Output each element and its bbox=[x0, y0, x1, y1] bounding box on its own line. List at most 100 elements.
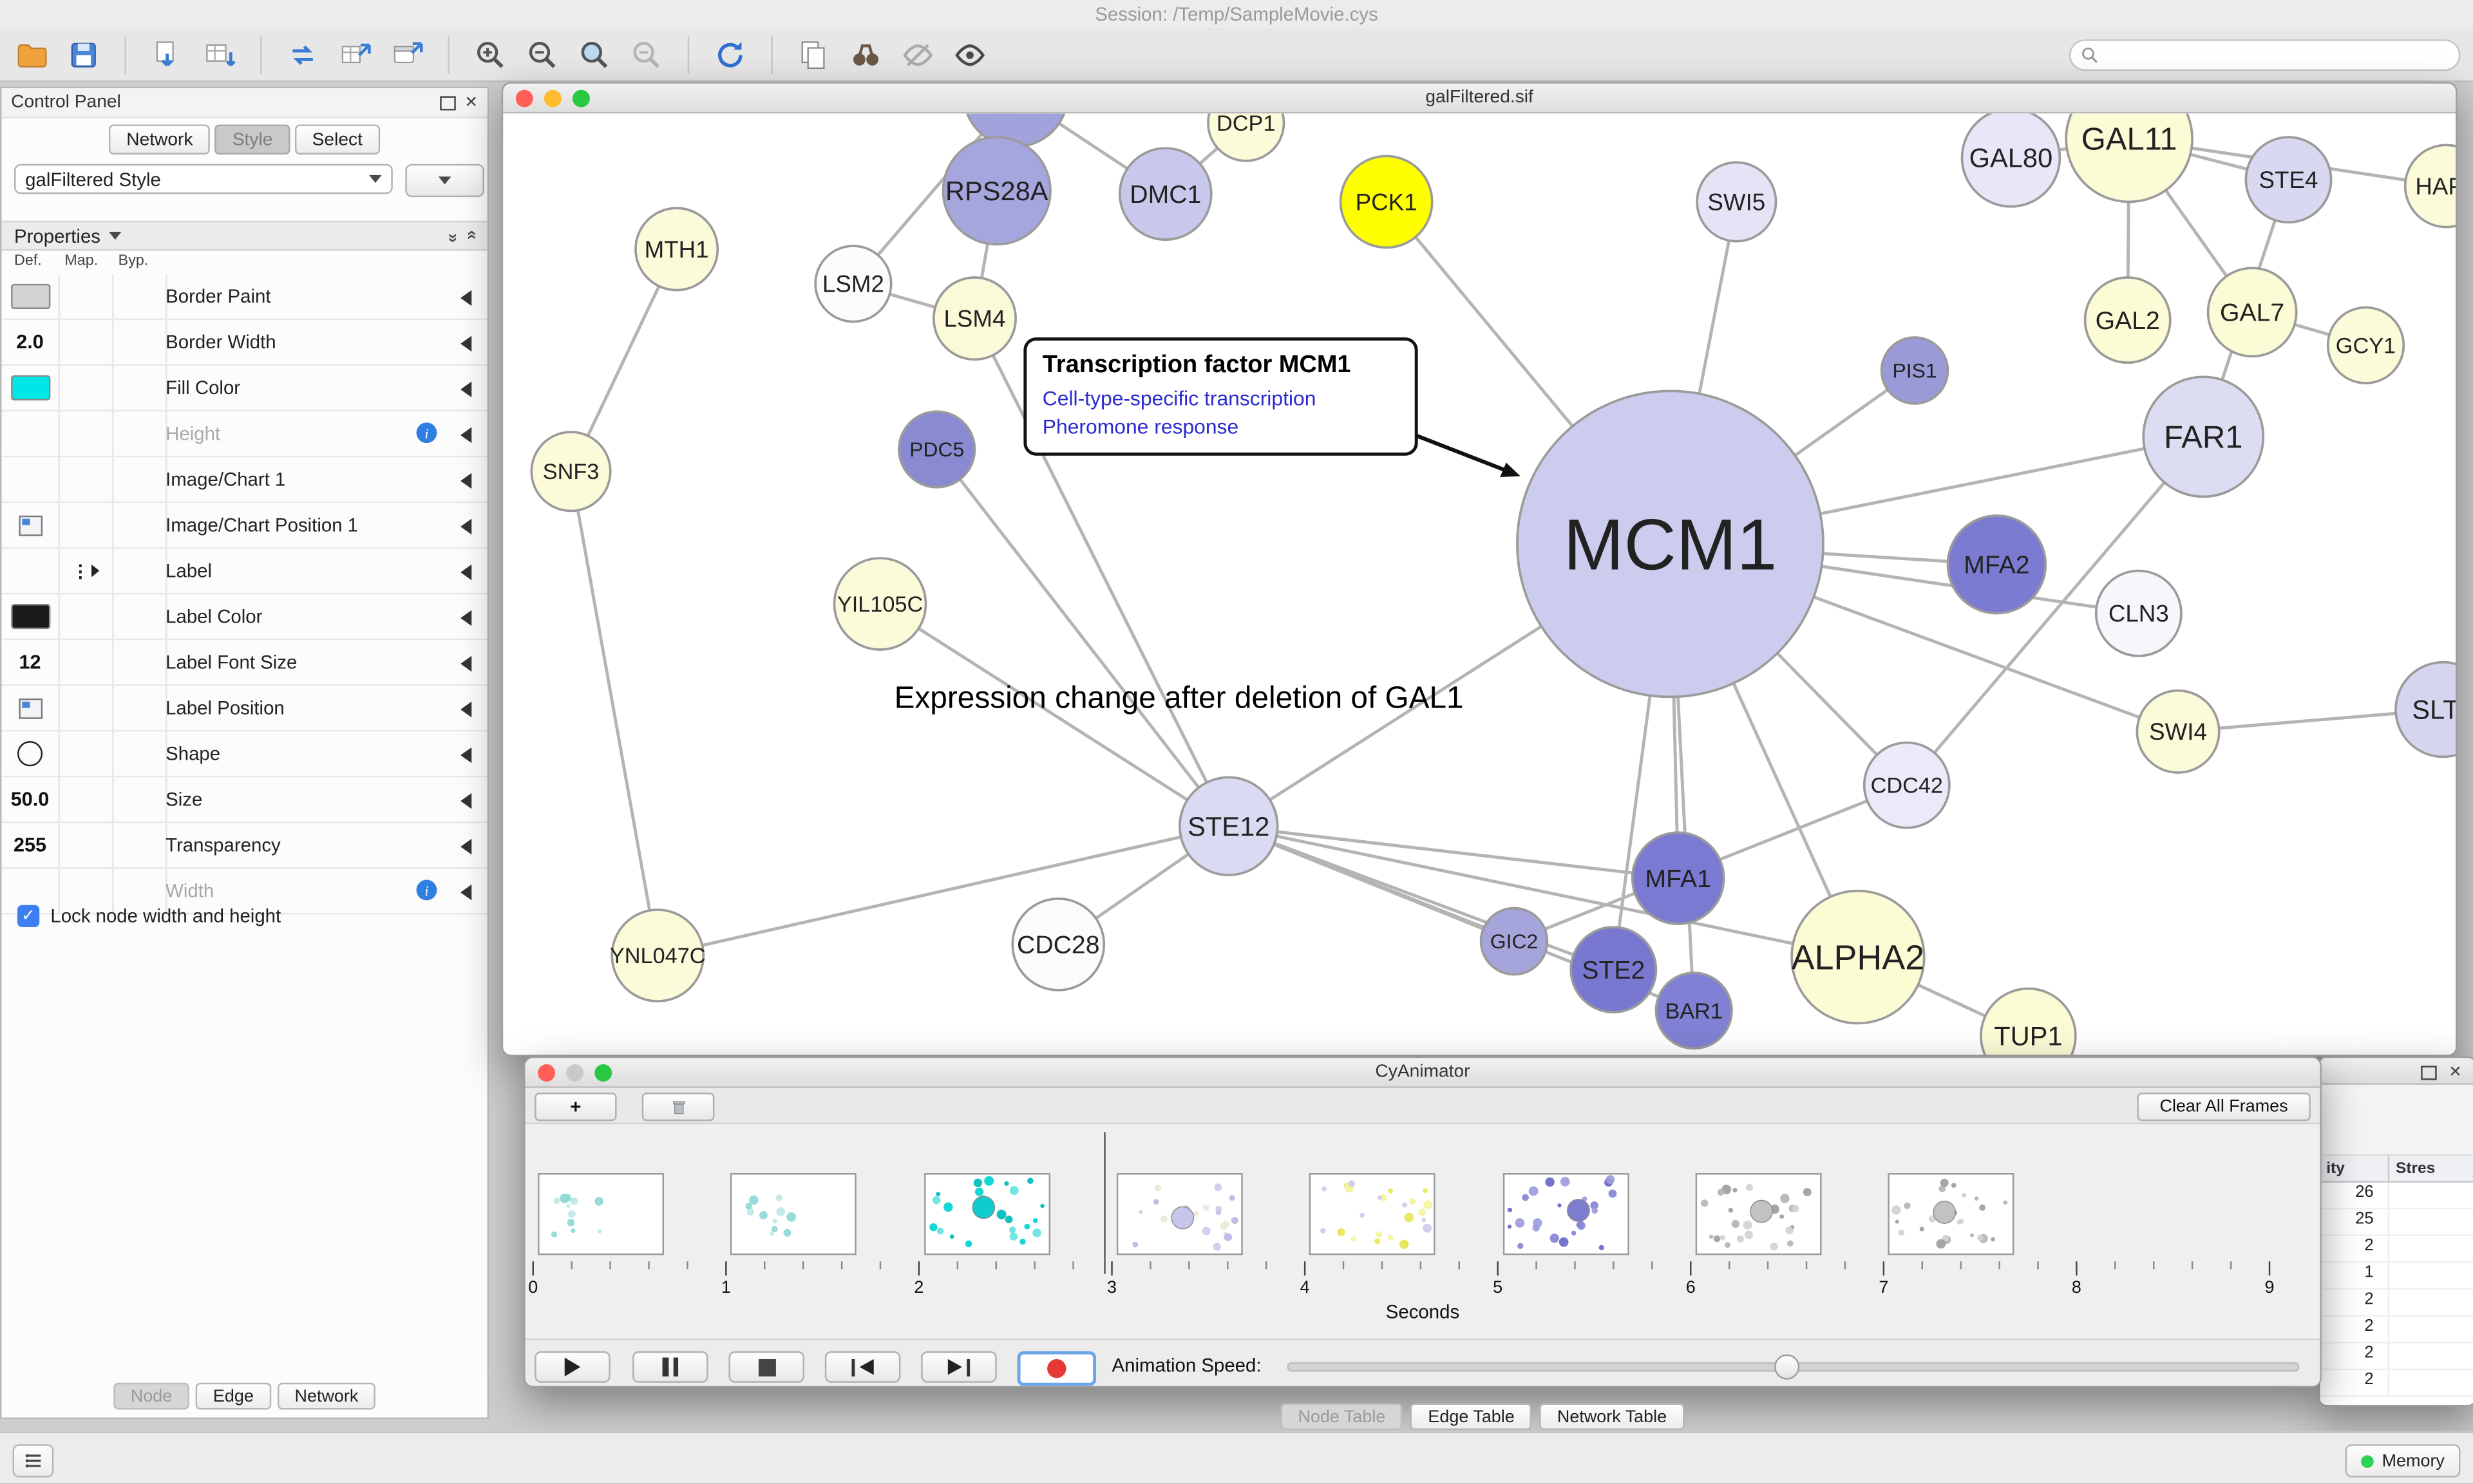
node-PCK1[interactable]: PCK1 bbox=[1339, 155, 1434, 249]
mapping-cell[interactable] bbox=[59, 640, 114, 684]
import-network-button[interactable] bbox=[148, 35, 186, 73]
node-MCM1[interactable]: MCM1 bbox=[1516, 390, 1824, 699]
node-STE4[interactable]: STE4 bbox=[2244, 136, 2333, 224]
expand-row-icon[interactable] bbox=[460, 747, 472, 764]
minimize-window-button[interactable] bbox=[566, 1064, 584, 1082]
property-row[interactable]: Label Position bbox=[1, 686, 488, 732]
expand-row-icon[interactable] bbox=[460, 610, 472, 626]
tab-style[interactable]: Style bbox=[214, 124, 290, 155]
info-icon[interactable]: i bbox=[416, 879, 437, 901]
expand-row-icon[interactable] bbox=[460, 335, 472, 352]
mapping-cell[interactable] bbox=[59, 274, 114, 319]
mapping-cell[interactable] bbox=[59, 594, 114, 639]
record-button[interactable] bbox=[1017, 1351, 1097, 1386]
slider-handle[interactable] bbox=[1774, 1354, 1800, 1380]
memory-button[interactable]: Memory bbox=[2345, 1444, 2461, 1478]
mapping-cell[interactable] bbox=[59, 823, 114, 867]
hide-button[interactable] bbox=[899, 35, 937, 73]
table-row[interactable]: 25 bbox=[2320, 1209, 2473, 1237]
property-row[interactable]: Fill Color bbox=[1, 366, 488, 412]
table-row[interactable]: 2 bbox=[2320, 1316, 2473, 1344]
zoom-fit-button[interactable] bbox=[576, 35, 614, 73]
default-value-cell[interactable]: 2.0 bbox=[1, 320, 61, 364]
table-cell[interactable] bbox=[2389, 1370, 2473, 1395]
node-LSM2[interactable]: LSM2 bbox=[814, 245, 893, 323]
node-YNL047C[interactable]: YNL047C bbox=[610, 908, 706, 1002]
bypass-cell[interactable] bbox=[112, 731, 167, 776]
mapping-cell[interactable] bbox=[59, 777, 114, 822]
node-FAR1[interactable]: FAR1 bbox=[2142, 375, 2265, 498]
mapping-cell[interactable] bbox=[59, 411, 114, 456]
table-cell[interactable]: 2 bbox=[2320, 1236, 2390, 1262]
table-cell[interactable] bbox=[2389, 1263, 2473, 1288]
mapping-cell[interactable] bbox=[59, 869, 114, 913]
node-MFA2[interactable]: MFA2 bbox=[1946, 514, 2047, 615]
expand-row-icon[interactable] bbox=[460, 655, 472, 672]
find-button[interactable] bbox=[847, 35, 885, 73]
zoom-in-button[interactable] bbox=[471, 35, 509, 73]
tab-node-style[interactable]: Node bbox=[113, 1382, 190, 1410]
show-button[interactable] bbox=[951, 35, 989, 73]
frame-thumbnail-1[interactable] bbox=[730, 1173, 857, 1255]
bypass-cell[interactable] bbox=[112, 549, 167, 593]
mapping-cell[interactable] bbox=[59, 320, 114, 364]
playhead[interactable] bbox=[1104, 1132, 1106, 1274]
frame-thumbnail-2[interactable] bbox=[924, 1173, 1050, 1255]
table-cell[interactable] bbox=[2389, 1344, 2473, 1369]
bypass-cell[interactable] bbox=[112, 457, 167, 502]
table-cell[interactable]: 26 bbox=[2320, 1182, 2390, 1208]
tab-network-style[interactable]: Network bbox=[277, 1382, 376, 1410]
node-MTH1[interactable]: MTH1 bbox=[634, 207, 719, 292]
property-row[interactable]: Border Paint bbox=[1, 274, 488, 321]
table-row[interactable]: 2 bbox=[2320, 1370, 2473, 1397]
bypass-cell[interactable] bbox=[112, 503, 167, 547]
bypass-cell[interactable] bbox=[112, 366, 167, 410]
export-network-button[interactable] bbox=[388, 35, 426, 73]
node-TUP1[interactable]: TUP1 bbox=[1980, 987, 2077, 1057]
expand-all-icon[interactable]: » bbox=[442, 232, 462, 240]
mapping-cell[interactable]: ⋮ bbox=[59, 549, 114, 593]
mapping-cell[interactable] bbox=[59, 457, 114, 502]
frame-thumbnail-3[interactable] bbox=[1116, 1173, 1243, 1255]
zoom-selected-button[interactable] bbox=[628, 35, 666, 73]
close-panel-icon[interactable]: ✕ bbox=[464, 93, 478, 111]
default-value-cell[interactable] bbox=[1, 594, 61, 639]
bypass-cell[interactable] bbox=[112, 686, 167, 730]
checkbox-checked-icon[interactable]: ✓ bbox=[17, 905, 40, 928]
property-row[interactable]: Shape bbox=[1, 731, 488, 778]
minimize-window-button[interactable] bbox=[544, 89, 562, 108]
info-icon[interactable]: i bbox=[416, 422, 437, 444]
network-window-titlebar[interactable]: galFiltered.sif bbox=[503, 83, 2456, 114]
table-row[interactable]: 26 bbox=[2320, 1182, 2473, 1210]
expand-row-icon[interactable] bbox=[460, 701, 472, 718]
save-session-button[interactable] bbox=[64, 35, 102, 73]
mapping-cell[interactable] bbox=[59, 503, 114, 547]
node-BAR1[interactable]: BAR1 bbox=[1654, 972, 1733, 1050]
node-HAP4[interactable]: HAP4 bbox=[2403, 144, 2456, 229]
clear-all-frames-button[interactable]: Clear All Frames bbox=[2137, 1093, 2311, 1122]
expand-row-icon[interactable] bbox=[460, 381, 472, 398]
mapping-cell[interactable] bbox=[59, 366, 114, 410]
node-SWI4[interactable]: SWI4 bbox=[2136, 689, 2221, 774]
property-row[interactable]: Label Color bbox=[1, 594, 488, 641]
style-options-button[interactable] bbox=[405, 164, 484, 198]
tab-edge-style[interactable]: Edge bbox=[195, 1382, 271, 1410]
expand-row-icon[interactable] bbox=[460, 564, 472, 581]
table-cell[interactable]: 2 bbox=[2320, 1343, 2390, 1369]
zoom-window-button[interactable] bbox=[594, 1064, 612, 1082]
node-GAL11[interactable]: GAL11 bbox=[2065, 113, 2193, 203]
node-SNF3[interactable]: SNF3 bbox=[530, 431, 612, 512]
default-value-cell[interactable] bbox=[1, 366, 61, 410]
search-input[interactable] bbox=[2105, 43, 2450, 66]
node-SWI5[interactable]: SWI5 bbox=[1696, 161, 1777, 243]
bypass-cell[interactable] bbox=[112, 823, 167, 867]
table-cell[interactable]: 2 bbox=[2320, 1370, 2390, 1396]
mapping-cell[interactable] bbox=[59, 731, 114, 776]
node-RPS28A[interactable]: RPS28A bbox=[942, 136, 1052, 246]
default-value-cell[interactable] bbox=[1, 274, 61, 319]
color-swatch[interactable] bbox=[10, 283, 50, 310]
node-CDC42[interactable]: CDC42 bbox=[1862, 741, 1951, 829]
